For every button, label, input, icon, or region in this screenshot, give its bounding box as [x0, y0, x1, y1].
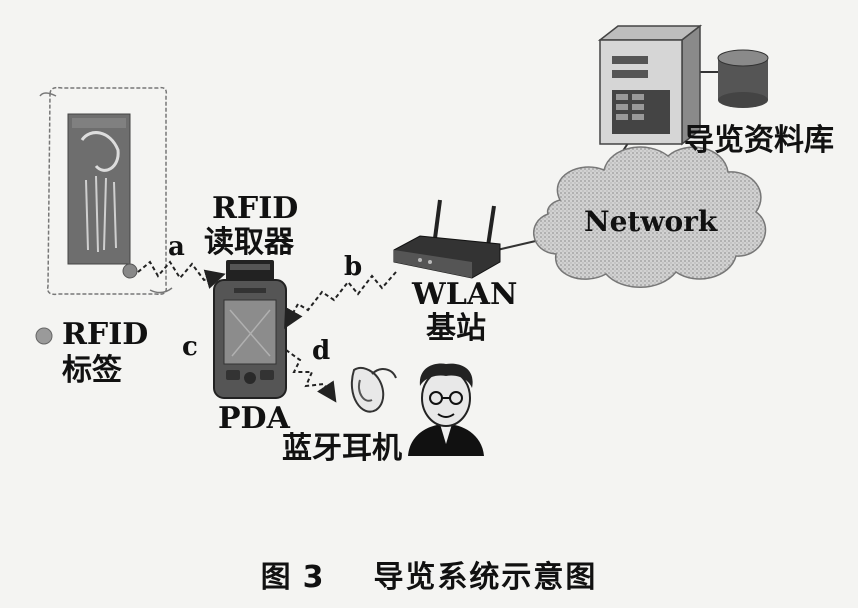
user-avatar-icon: [408, 363, 484, 456]
rfid-tag-scroll-icon: [39, 86, 173, 296]
wlan-router-icon: [393, 199, 501, 279]
caption-title: 导览系统示意图: [373, 560, 598, 595]
rfid-tag-legend-dot: [35, 327, 53, 345]
database-label: 导览资料库: [684, 123, 834, 158]
link-a-label: a: [168, 232, 185, 262]
bluetooth-earpiece-icon: [350, 366, 397, 413]
link-a-path: [137, 260, 226, 289]
link-d-path: [285, 349, 337, 403]
server-icon: [597, 24, 703, 146]
pda-icon: [213, 279, 287, 399]
link-b-path: [284, 271, 397, 329]
rfid-tag-label-line1: RFID: [62, 317, 149, 352]
link-b-label: b: [344, 252, 363, 282]
wireless-links: [137, 260, 397, 403]
database-icon: [717, 49, 769, 108]
rfid-tag-label-line2: 标签: [62, 353, 122, 388]
link-d-label: d: [312, 336, 331, 366]
rfid-reader-label-line1: RFID: [212, 191, 299, 226]
link-c-label: c: [182, 332, 198, 362]
wlan-label-line1: WLAN: [412, 277, 518, 312]
network-label: Network: [584, 205, 718, 238]
rfid-reader-icon: [226, 260, 274, 282]
bluetooth-headset-label: 蓝牙耳机: [282, 431, 402, 466]
caption-prefix: 图: [260, 560, 293, 595]
network-cloud-icon: [532, 146, 767, 288]
caption-number: 3: [302, 560, 326, 595]
rfid-reader-label-line2: 读取器: [204, 225, 294, 260]
wlan-label-line2: 基站: [426, 311, 486, 346]
pda-label: PDA: [218, 401, 290, 436]
